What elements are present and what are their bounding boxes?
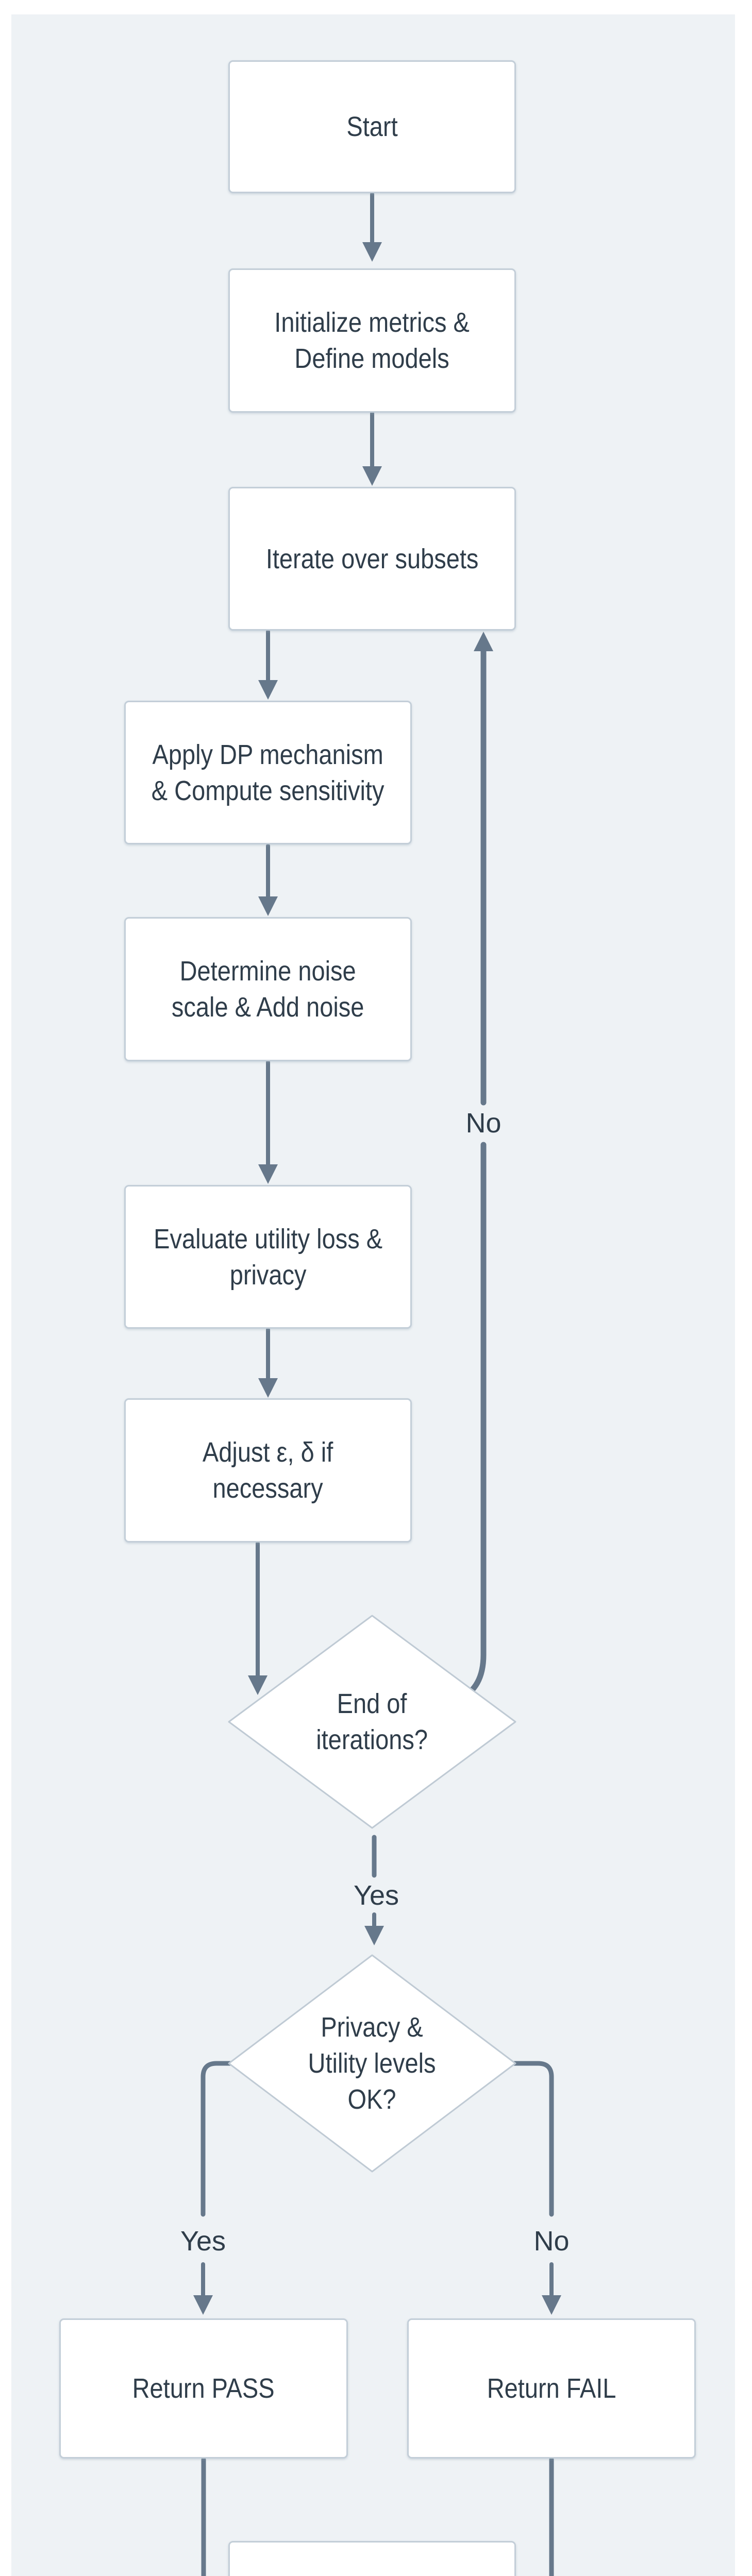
edge-label-loop-no-text: No — [465, 1108, 502, 1139]
arrowhead-adjust-decision1 — [248, 1675, 268, 1695]
node-adjust-label: Adjust ε, δ if necessary — [203, 1434, 333, 1506]
edge-label-loop-no: No — [465, 1105, 501, 1141]
node-return-pass-label: Return PASS — [132, 2373, 275, 2404]
edge-fail-end — [549, 2457, 554, 2576]
edge-label-levels-yes: Yes — [180, 2223, 226, 2259]
decision-privacy-utility-shape — [228, 1954, 516, 2173]
node-adjust: Adjust ε, δ if necessary — [124, 1398, 412, 1543]
node-end-of-iterations-label: End of iterations? — [316, 1686, 428, 1758]
arrowhead-init-iterate — [362, 466, 382, 486]
node-privacy-utility: Privacy & Utility levels OK? — [255, 1981, 490, 2146]
node-iterate: Iterate over subsets — [228, 487, 516, 631]
node-initialize-line2: Define models — [294, 343, 450, 374]
arrowhead-apply-noise — [258, 896, 278, 916]
node-end: End — [228, 2541, 516, 2576]
node-return-fail: Return FAIL — [407, 2318, 696, 2459]
arrowhead-decision1-yes — [364, 1926, 384, 1945]
edge-levels-yes-upper — [200, 2061, 233, 2217]
node-noise-line1: Determine noise — [179, 956, 357, 987]
arrowhead-levels-no — [542, 2295, 561, 2315]
edge-label-levels-yes-text: Yes — [180, 2226, 226, 2257]
node-initialize-label: Initialize metrics & Define models — [275, 304, 470, 377]
arrowhead-iterate-apply — [258, 680, 278, 700]
arrowhead-loop-no — [474, 632, 493, 651]
node-end-of-iterations-line1: End of — [337, 1688, 407, 1719]
arrowhead-levels-yes — [193, 2295, 213, 2315]
edge-label-levels-no: No — [533, 2223, 569, 2259]
node-evaluate-line2: privacy — [229, 1259, 307, 1291]
node-initialize-line1: Initialize metrics & — [274, 307, 470, 338]
node-start: Start — [228, 60, 516, 193]
node-adjust-line2: necessary — [212, 1473, 324, 1504]
node-evaluate-line1: Evaluate utility loss & — [154, 1223, 382, 1255]
node-privacy-utility-line3: OK? — [347, 2084, 397, 2115]
edge-label-iterations-yes-text: Yes — [353, 1880, 399, 1911]
node-evaluate: Evaluate utility loss & privacy — [124, 1185, 412, 1329]
node-apply-dp-line1: Apply DP mechanism — [152, 739, 384, 770]
node-adjust-line1: Adjust ε, δ if — [203, 1437, 333, 1468]
edge-loop-no-lower — [454, 1142, 487, 1703]
edge-pass-end — [201, 2457, 206, 2576]
node-apply-dp: Apply DP mechanism & Compute sensitivity — [124, 701, 412, 844]
node-privacy-utility-line1: Privacy & — [321, 2012, 424, 2043]
edge-label-iterations-yes: Yes — [354, 1877, 399, 1913]
node-privacy-utility-line2: Utility levels — [308, 2048, 437, 2079]
node-return-fail-label: Return FAIL — [487, 2373, 616, 2404]
node-end-of-iterations: End of iterations? — [255, 1655, 490, 1789]
node-start-label: Start — [346, 111, 398, 142]
arrowhead-start-init — [362, 242, 382, 262]
node-evaluate-label: Evaluate utility loss & privacy — [154, 1221, 382, 1293]
decision-end-of-iterations-shape — [228, 1615, 516, 1829]
node-end-of-iterations-line2: iterations? — [316, 1724, 428, 1755]
node-iterate-label: Iterate over subsets — [265, 543, 479, 574]
arrowhead-evaluate-adjust — [258, 1378, 278, 1398]
node-return-pass: Return PASS — [59, 2318, 348, 2459]
node-noise: Determine noise scale & Add noise — [124, 917, 412, 1061]
edge-levels-no-upper — [511, 2061, 554, 2217]
edge-label-levels-no-text: No — [533, 2226, 570, 2257]
node-apply-dp-line2: & Compute sensitivity — [152, 775, 385, 806]
arrowhead-noise-evaluate — [258, 1164, 278, 1184]
node-noise-line2: scale & Add noise — [172, 992, 364, 1023]
node-noise-label: Determine noise scale & Add noise — [172, 953, 364, 1025]
node-privacy-utility-label: Privacy & Utility levels OK? — [308, 2009, 436, 2117]
node-initialize: Initialize metrics & Define models — [228, 268, 516, 413]
node-apply-dp-label: Apply DP mechanism & Compute sensitivity — [152, 737, 385, 809]
